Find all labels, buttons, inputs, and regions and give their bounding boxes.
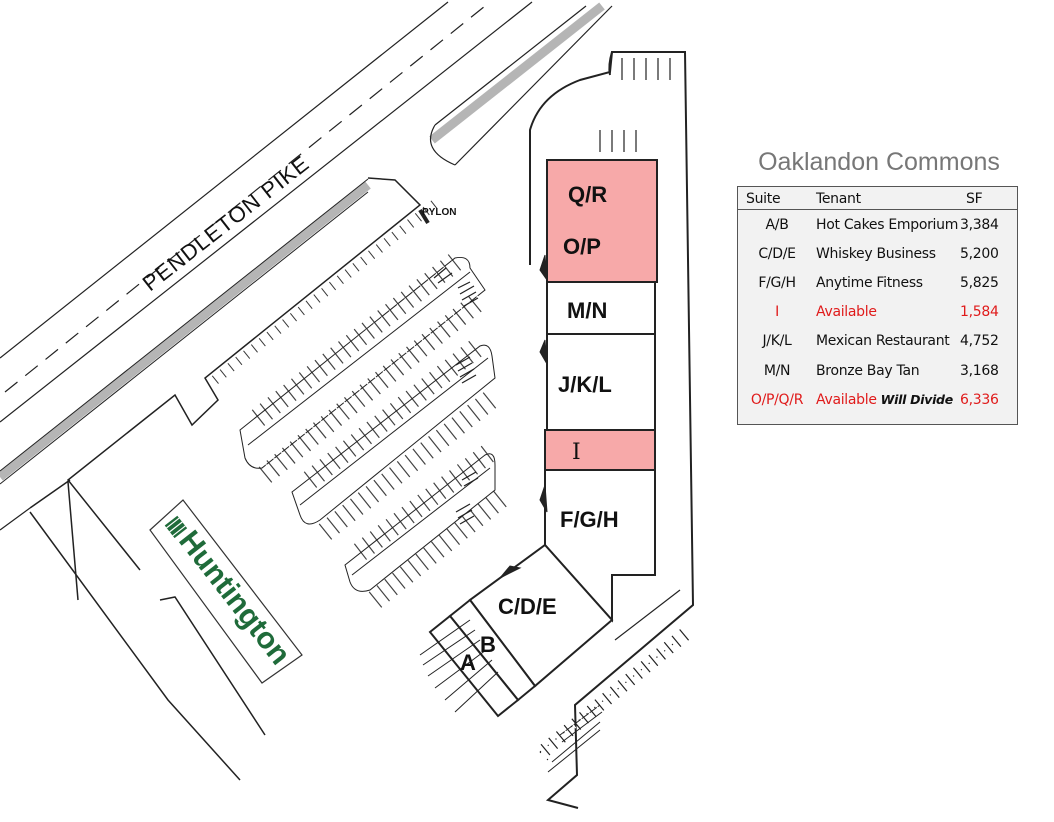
bank-name: Huntington: [172, 525, 296, 671]
road-name: PENDLETON PIKE: [138, 150, 314, 295]
suite-i-available: [544, 429, 656, 471]
cell-tenant: Mexican Restaurant: [816, 333, 950, 350]
pendleton-pike-road: [0, 1, 613, 531]
suite-label-i: I: [572, 440, 581, 465]
suite-label-op: O/P: [563, 234, 601, 259]
suite-a: [428, 614, 520, 718]
suite-label-a: A: [460, 650, 476, 675]
pylon-label: PYLON: [422, 207, 456, 218]
header-sf: SF: [960, 187, 1017, 210]
suite-label-jkl: J/K/L: [558, 372, 612, 397]
building: [419, 159, 658, 718]
header-suite: Suite: [738, 187, 816, 210]
cell-tenant: Anytime Fitness: [816, 274, 923, 291]
cell-sf: 5,200: [960, 245, 999, 262]
suite-label-mn: M/N: [567, 298, 607, 323]
cell-tenant: Whiskey Business: [816, 245, 936, 262]
cell-tenant: Available: [816, 304, 877, 321]
east-drive: [529, 51, 695, 809]
suite-label-fgh: F/G/H: [560, 507, 619, 532]
suite-label-cde: C/D/E: [498, 594, 557, 619]
cell-suite: A/B: [765, 216, 789, 233]
cell-suite: C/D/E: [758, 245, 796, 262]
suite-op-qr-available: [546, 159, 658, 283]
cell-sf: 3,168: [960, 362, 999, 379]
header-tenant: Tenant: [816, 187, 960, 210]
table-row: F/G/H Anytime Fitness 5,825: [738, 268, 1017, 297]
cell-sf: 5,825: [960, 274, 999, 291]
suite-jkl: [546, 333, 656, 431]
huntington-logo: Huntington: [164, 515, 297, 671]
cell-suite: F/G/H: [758, 274, 796, 291]
cell-tenant: Hot Cakes Emporium: [816, 216, 959, 233]
table-row: M/N Bronze Bay Tan 3,168: [738, 356, 1017, 385]
suite-label-b: B: [480, 632, 496, 657]
cell-suite: I: [775, 304, 779, 321]
cell-note: Will Divide: [880, 391, 954, 407]
suite-mn: [546, 281, 656, 335]
property-title: Oaklandon Commons: [758, 148, 1000, 176]
table-row: I Available 1,584: [738, 298, 1017, 327]
cell-sf: 3,384: [960, 216, 999, 233]
table-row: J/K/L Mexican Restaurant 4,752: [738, 327, 1017, 356]
cell-suite: J/K/L: [762, 333, 792, 350]
parking-rows: [211, 196, 512, 608]
cell-sf: 1,584: [960, 304, 999, 321]
parking-lot-outline: [29, 177, 430, 781]
table-row: C/D/E Whiskey Business 5,200: [738, 239, 1017, 268]
cell-suite: O/P/Q/R: [750, 391, 804, 408]
suite-label-qr: Q/R: [568, 182, 607, 207]
cell-sf: 4,752: [960, 333, 999, 350]
huntington-parcel: Huntington: [149, 499, 303, 684]
cell-tenant: Bronze Bay Tan: [816, 362, 920, 379]
cell-suite: M/N: [763, 362, 791, 379]
cell-sf: 6,336: [960, 391, 999, 408]
